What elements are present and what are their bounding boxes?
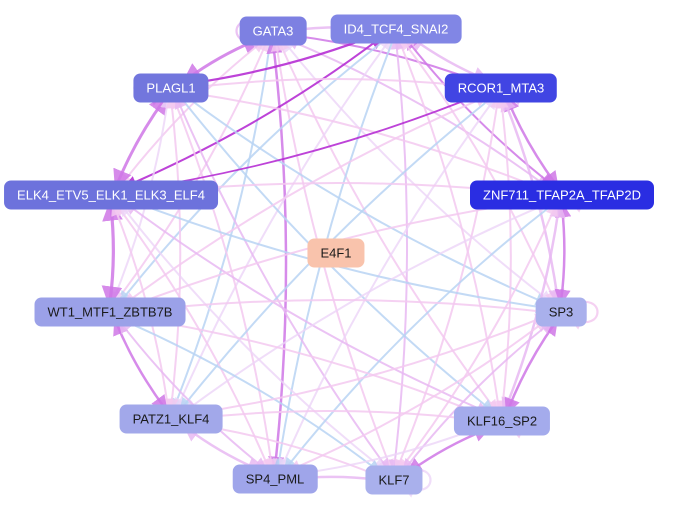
edge-PATZ1_KLF4-KLF16_SP2 [183, 410, 490, 427]
node-ID4_TCF4_SNAI2[interactable]: ID4_TCF4_SNAI2 [330, 14, 462, 44]
node-label: WT1_MTF1_ZBTB7B [47, 304, 173, 320]
node-label: KLF7 [378, 472, 410, 488]
node-KLF7[interactable]: KLF7 [365, 465, 423, 495]
node-label: ELK4_ETV5_ELK1_ELK3_ELF4 [17, 187, 205, 203]
node-label: PLAGL1 [146, 80, 196, 96]
edge-ID4_TCF4_SNAI2-ZNF711_TFAP2A_TFAP2D [404, 36, 555, 187]
edge-ID4_TCF4_SNAI2-KLF7 [388, 36, 409, 473]
node-label: E4F1 [320, 245, 352, 261]
node-ELK4_ETV5_ELK1_ELK3_ELF4[interactable]: ELK4_ETV5_ELK1_ELK3_ELF4 [4, 180, 218, 210]
node-KLF16_SP2[interactable]: KLF16_SP2 [453, 406, 551, 436]
node-SP4_PML[interactable]: SP4_PML [232, 464, 318, 494]
node-E4F1[interactable]: E4F1 [307, 238, 365, 268]
node-SP3[interactable]: SP3 [535, 297, 587, 327]
node-GATA3[interactable]: GATA3 [239, 16, 307, 46]
node-label: PATZ1_KLF4 [132, 411, 210, 427]
edge-ID4_TCF4_SNAI2-ELK4_ETV5_ELK1_ELK3_ELF4 [123, 35, 384, 189]
node-WT1_MTF1_ZBTB7B[interactable]: WT1_MTF1_ZBTB7B [34, 297, 186, 327]
node-label: SP4_PML [245, 471, 305, 487]
node-label: SP3 [548, 304, 574, 320]
edge-KLF16_SP2-KLF7 [406, 426, 491, 475]
node-PLAGL1[interactable]: PLAGL1 [133, 73, 209, 103]
node-label: KLF16_SP2 [466, 413, 538, 429]
node-RCOR1_MTA3[interactable]: RCOR1_MTA3 [444, 73, 558, 103]
node-ZNF711_TFAP2A_TFAP2D[interactable]: ZNF711_TFAP2A_TFAP2D [470, 180, 654, 210]
edge-ZNF711_TFAP2A_TFAP2D-SP3 [554, 201, 572, 306]
node-label: GATA3 [252, 23, 294, 39]
node-PATZ1_KLF4[interactable]: PATZ1_KLF4 [119, 404, 223, 434]
node-label: RCOR1_MTA3 [457, 80, 545, 96]
edge-PLAGL1-PATZ1_KLF4 [165, 95, 182, 412]
edge-ELK4_ETV5_ELK1_ELK3_ELF4-WT1_MTF1_ZBTB7B [101, 199, 123, 308]
node-label: ZNF711_TFAP2A_TFAP2D [483, 187, 641, 203]
edge-RCOR1_MTA3-ZNF711_TFAP2A_TFAP2D [504, 94, 559, 188]
node-label: ID4_TCF4_SNAI2 [343, 21, 449, 37]
